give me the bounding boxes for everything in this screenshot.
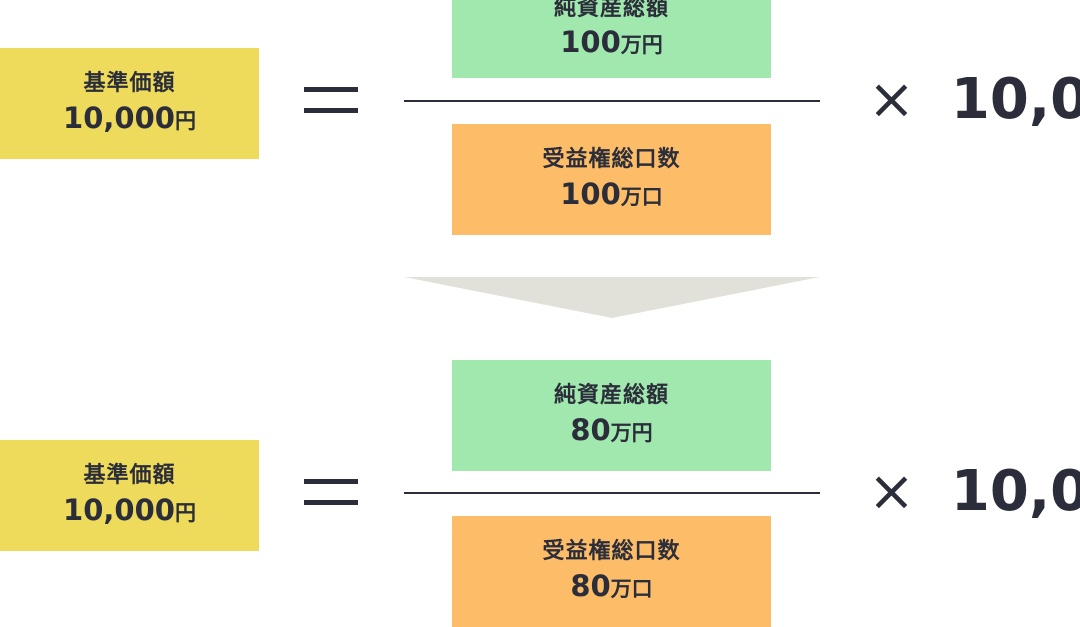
multiplier-after: ×10,00: [868, 464, 1080, 520]
fraction-line: [404, 100, 820, 102]
numerator-label: 純資産総額: [553, 0, 669, 21]
numerator-box-before: 純資産総額 100万円: [452, 0, 771, 78]
times-sign: ×: [868, 459, 915, 524]
base-price-box-before: 基準価額 10,000円: [0, 48, 259, 159]
base-price-value: 10,000: [63, 492, 175, 527]
multiplier-value: 10,00: [950, 67, 1080, 132]
fraction-line: [404, 492, 820, 494]
denominator-box-after: 受益権総口数 80万口: [452, 516, 771, 627]
numerator-box-after: 純資産総額 80万円: [452, 360, 771, 471]
base-price-box-after: 基準価額 10,000円: [0, 440, 259, 551]
numerator-value: 100: [560, 25, 621, 60]
base-price-amount: 10,000円: [63, 491, 196, 530]
denominator-label: 受益権総口数: [542, 147, 681, 173]
denominator-amount: 80万口: [570, 567, 652, 606]
base-price-unit: 円: [174, 500, 196, 525]
denominator-unit: 万口: [610, 576, 653, 601]
numerator-amount: 80万円: [570, 411, 652, 450]
base-price-unit: 円: [174, 108, 196, 133]
base-price-value: 10,000: [63, 100, 175, 135]
base-price-label: 基準価額: [83, 71, 176, 97]
denominator-unit: 万口: [620, 184, 663, 209]
numerator-unit: 万円: [610, 420, 653, 445]
times-sign: ×: [868, 67, 915, 132]
down-arrow-icon: [404, 277, 820, 318]
denominator-box-before: 受益権総口数 100万口: [452, 124, 771, 235]
denominator-value: 100: [560, 176, 621, 211]
numerator-value: 80: [570, 412, 611, 447]
base-price-label: 基準価額: [83, 463, 176, 489]
multiplier-value: 10,00: [950, 459, 1080, 524]
denominator-amount: 100万口: [560, 175, 663, 214]
numerator-label: 純資産総額: [553, 383, 669, 409]
equals-sign: [304, 479, 358, 505]
multiplier-before: ×10,00: [868, 72, 1080, 128]
base-price-amount: 10,000円: [63, 99, 196, 138]
numerator-amount: 100万円: [560, 23, 663, 62]
denominator-value: 80: [570, 568, 611, 603]
numerator-unit: 万円: [620, 33, 663, 58]
equals-sign: [304, 87, 358, 113]
denominator-label: 受益権総口数: [542, 539, 681, 565]
